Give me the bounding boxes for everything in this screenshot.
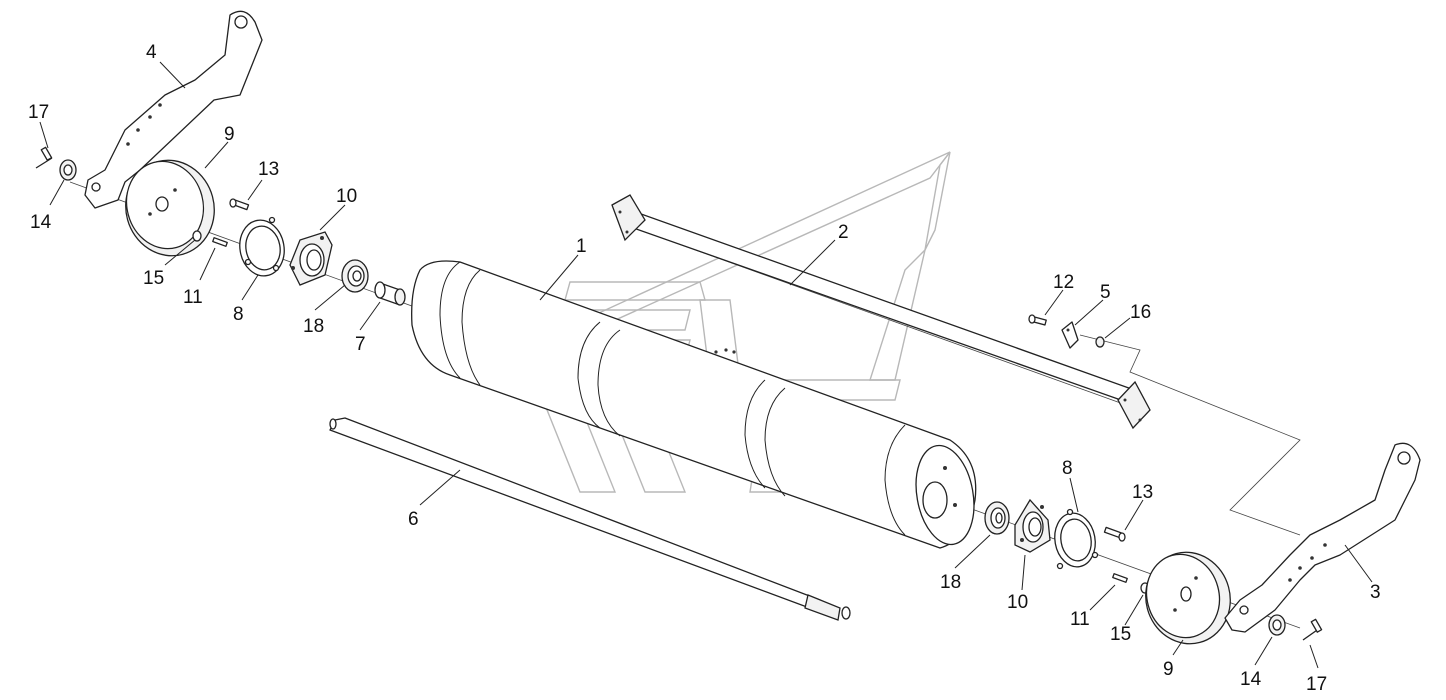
- right-disc: [1145, 551, 1231, 645]
- drum-roller: [411, 260, 977, 549]
- clamp-plate-5: [1061, 321, 1079, 349]
- callout-1: 1: [576, 236, 587, 257]
- left-nut: [59, 159, 77, 181]
- cross-tube: [611, 194, 1151, 430]
- left-bolt-13: [229, 198, 250, 211]
- left-cotter-pin: [35, 146, 53, 169]
- left-bearing: [341, 259, 369, 293]
- left-bolt-11: [212, 237, 228, 247]
- callout-9-right: 9: [1163, 659, 1174, 680]
- callout-17-right: 17: [1306, 674, 1327, 695]
- right-bearing-housing: [1014, 498, 1051, 553]
- callout-3: 3: [1370, 582, 1381, 603]
- callout-labels: 4 17 9 14 13 10 15 11 8 18 7 1 2 12 5 16…: [28, 42, 1381, 695]
- right-bolt-11: [1112, 573, 1128, 583]
- left-disc: [125, 159, 215, 257]
- callout-8-left: 8: [233, 304, 244, 325]
- callout-15-right: 15: [1110, 624, 1131, 645]
- callout-5: 5: [1100, 282, 1111, 303]
- leader-lines: [39, 61, 1373, 669]
- callout-12: 12: [1053, 272, 1074, 293]
- callout-7: 7: [355, 334, 366, 355]
- callout-4-left: 4: [146, 42, 157, 63]
- callout-9-left: 9: [224, 124, 235, 145]
- callout-14-right: 14: [1240, 669, 1262, 690]
- right-flange-ring: [1054, 508, 1099, 570]
- left-bracket-arm: [84, 10, 263, 209]
- callout-16: 16: [1130, 302, 1151, 323]
- callout-6: 6: [408, 509, 419, 530]
- left-flange-ring: [239, 216, 285, 277]
- callout-14-left: 14: [30, 212, 52, 233]
- callout-11-right: 11: [1070, 609, 1090, 630]
- right-bearing: [984, 501, 1010, 535]
- washer-16: [1095, 336, 1105, 348]
- right-bolt-13: [1103, 526, 1126, 542]
- callout-10-right: 10: [1007, 592, 1028, 613]
- left-bearing-housing: [289, 231, 333, 286]
- callout-15-left: 15: [143, 268, 164, 289]
- callout-18-right: 18: [940, 572, 961, 593]
- bushing: [374, 281, 406, 306]
- callout-2: 2: [838, 222, 849, 243]
- callout-17-left: 17: [28, 102, 49, 123]
- bolt-12: [1028, 314, 1047, 326]
- callout-8-right: 8: [1062, 458, 1073, 479]
- shaft: [329, 417, 851, 621]
- right-nut: [1268, 614, 1286, 636]
- callout-13-right: 13: [1132, 482, 1153, 503]
- callout-13-left: 13: [258, 159, 279, 180]
- left-washer: [192, 230, 202, 242]
- callout-18-left: 18: [303, 316, 324, 337]
- right-cotter-pin: [1302, 618, 1323, 641]
- callout-10-left: 10: [336, 186, 357, 207]
- right-bracket-arm: [1224, 442, 1421, 633]
- callout-11-left: 11: [183, 287, 203, 308]
